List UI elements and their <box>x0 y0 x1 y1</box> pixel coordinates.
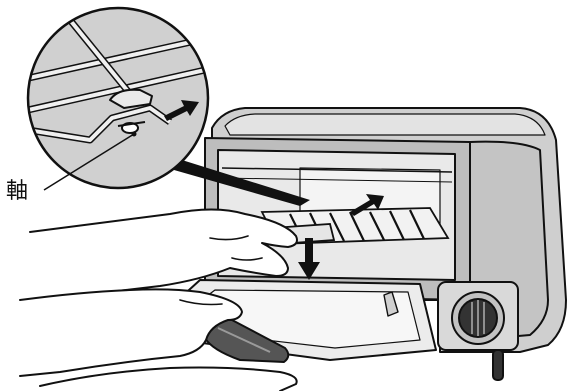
lower-hand <box>20 289 242 376</box>
bottom-hand <box>40 368 297 391</box>
oven-top-surface <box>225 114 545 135</box>
shaft-label: 軸 <box>6 179 28 204</box>
shaft-leader-dot <box>132 132 137 137</box>
oven-foot <box>493 350 503 380</box>
zoom-callout <box>20 8 208 188</box>
